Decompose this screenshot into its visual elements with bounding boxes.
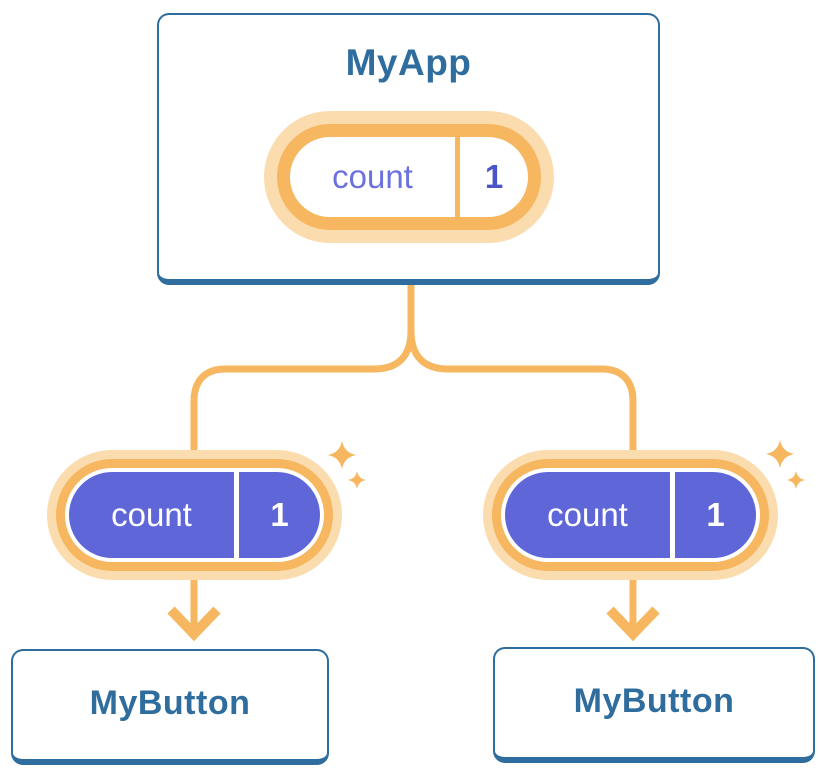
component-title: MyButton	[89, 683, 251, 722]
sparkle-icon-small	[787, 471, 805, 489]
component-title: MyApp	[345, 42, 472, 83]
child-component-card: MyButton	[11, 649, 329, 765]
state-value: 1	[484, 158, 504, 195]
sparkle-icon-small	[348, 471, 366, 489]
prop-name: count	[69, 472, 239, 558]
arrow-head-icon	[606, 606, 660, 642]
fork-connector-left	[190, 284, 415, 462]
root-component-card: MyApp	[157, 13, 660, 285]
sparkle-icon-large	[765, 439, 795, 469]
prop-pill: count 1	[501, 468, 760, 562]
arrow-head-icon	[167, 606, 221, 642]
sparkle-icon-large	[327, 440, 357, 470]
component-title: MyButton	[573, 681, 735, 720]
child-component-card: MyButton	[493, 647, 815, 763]
fork-connector-right	[407, 284, 637, 462]
state-name: count	[290, 137, 460, 217]
state-pill: count 1	[277, 124, 541, 230]
prop-name: count	[505, 472, 675, 558]
prop-value: 1	[706, 496, 725, 533]
prop-value: 1	[270, 496, 289, 533]
prop-pill: count 1	[65, 468, 324, 562]
